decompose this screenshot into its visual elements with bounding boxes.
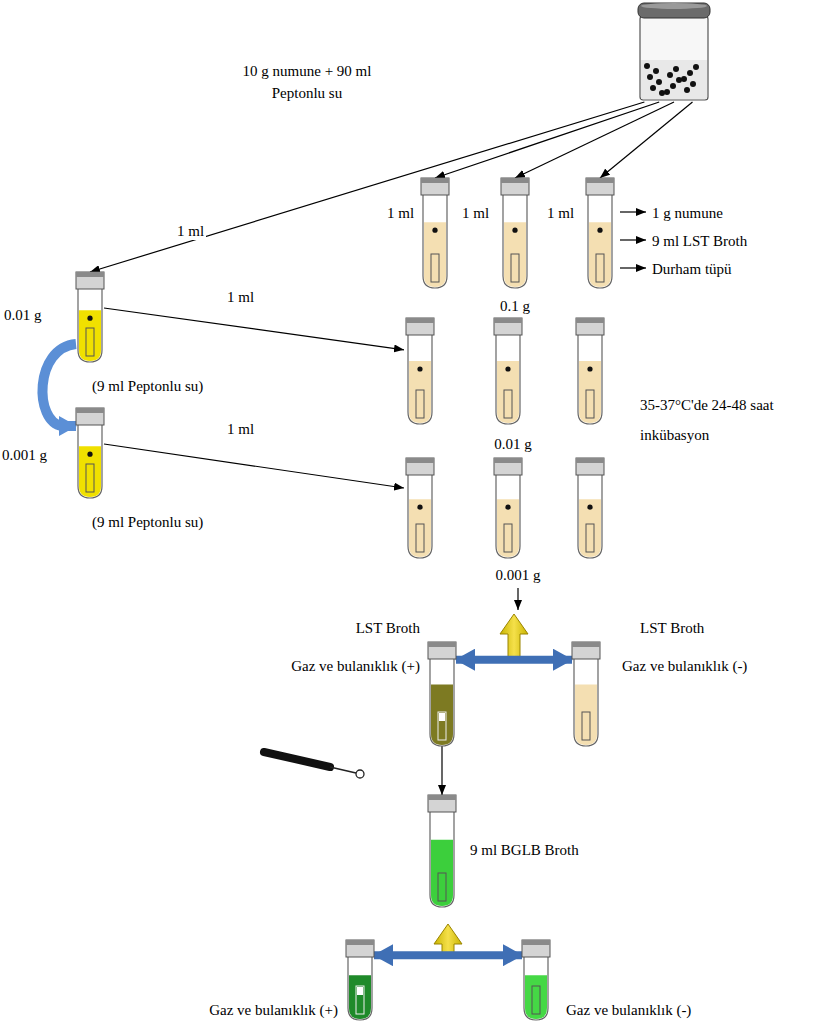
down-arrow [517,588,518,610]
tube-drawing [404,318,604,424]
tube-drawing [522,940,550,1020]
tube-label: Gaz ve bulanıklık (+) [230,656,420,676]
inoculation-loop [264,752,364,778]
lst-tube-row: 0.01 g [404,318,604,424]
tube-drawing [637,2,711,102]
tube-label: Gaz ve bulanıklık (-) [566,1000,786,1020]
lst-tube-row: 0.001 g [404,458,604,558]
volume-label: 1 ml [545,204,576,222]
volume-label: 1 ml [385,204,416,222]
lst-negative-tube: LST BrothGaz ve bulanıklık (-) [572,642,600,746]
tube-drawing [76,272,104,362]
transfer-arrow [441,746,442,795]
transfer-arrow [104,308,404,350]
tube-label: 0.01 g [4,305,64,325]
tube-drawing [428,795,456,907]
tube-drawing [572,642,600,746]
callout-label: 9 ml LST Broth [652,231,812,251]
volume-label: 1 ml [225,420,256,438]
volume-label: 1 ml [175,222,206,240]
transfer-arrow [104,444,404,488]
tube-label: (9 ml Peptonlu su) [92,512,242,532]
tube-label: 0.001 g [2,445,72,465]
lst-tube-row: 0.1 g [418,178,618,288]
flow-arrow [42,344,76,426]
sample-jar: 10 g numune + 90 ml Peptonlu su [637,2,711,102]
tube-label: Gaz ve bulanıklık (-) [622,656,822,676]
bglb-tube: 9 ml BGLB Broth [428,795,456,907]
lst-positive-tube: LST BrothGaz ve bulanıklık (+) [428,642,456,746]
tube-label: Gaz ve bulanıklık (+) [140,1000,338,1020]
dilution-tube: 0.001 g(9 ml Peptonlu su) [76,408,104,498]
bglb-negative-tube: Gaz ve bulanıklık (-) [522,940,550,1020]
transfer-arrow [435,102,659,178]
tube-drawing [346,940,374,1020]
transfer-arrow [90,102,644,272]
callout-label: Durham tüpü [652,259,812,279]
bglb-positive-tube: Gaz ve bulanıklık (+) [346,940,374,1020]
tube-label: 0.001 g [473,565,563,585]
flow-arrow [374,951,522,959]
yellow-up-arrow [500,614,528,662]
tube-label: LST Broth [640,618,790,638]
tube-label: (9 ml Peptonlu su) [92,376,242,396]
transfer-arrow [600,102,693,178]
note-text: 35-37°C'de 24-48 saat inkübasyon [640,390,810,450]
tube-label: 0.01 g [473,434,553,454]
flow-arrow [456,656,572,664]
transfer-arrow [515,102,674,178]
tube-label: 10 g numune + 90 ml Peptonlu su [237,60,377,104]
dilution-tube: 0.01 g(9 ml Peptonlu su) [76,272,104,362]
volume-label: 1 ml [460,204,491,222]
tube-drawing [418,178,618,288]
tube-label: LST Broth [300,618,420,638]
tube-drawing [428,642,456,746]
tube-label: 0.1 g [480,296,550,316]
tube-drawing [404,458,604,558]
volume-label: 1 ml [225,288,256,306]
tube-label: 9 ml BGLB Broth [470,840,670,860]
callout-label: 1 g numune [652,203,812,223]
tube-drawing [76,408,104,498]
callout-leaders [620,212,646,268]
